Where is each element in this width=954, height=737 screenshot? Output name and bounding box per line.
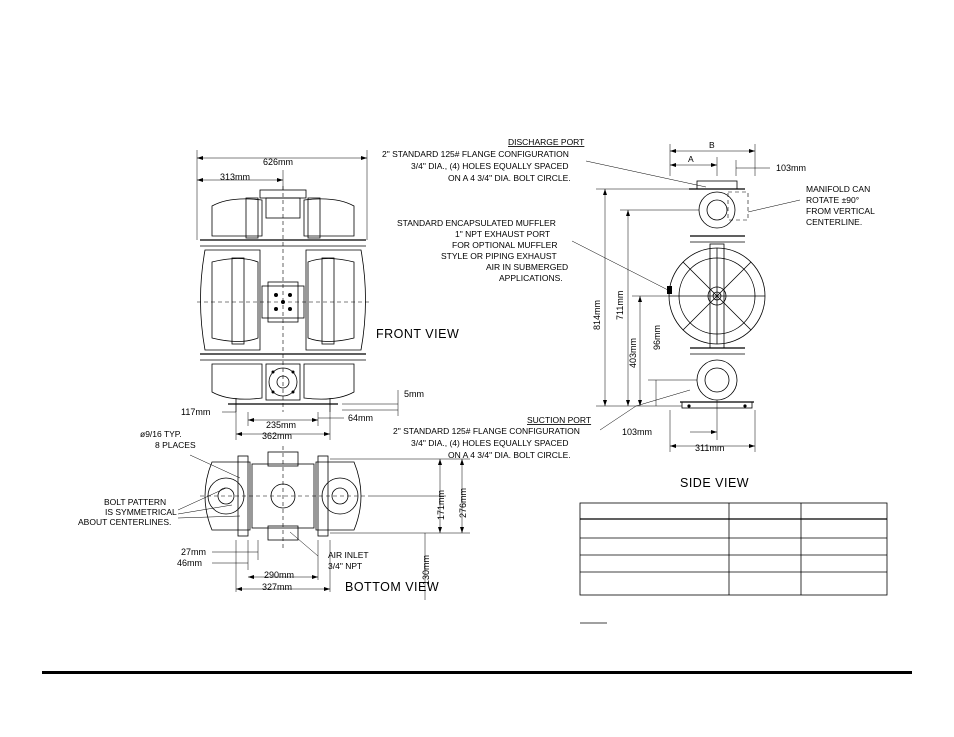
- dim-64mm: 64mm: [348, 413, 373, 423]
- air-inlet-line-1: AIR INLET: [328, 550, 369, 560]
- dim-117mm: 117mm: [181, 407, 210, 417]
- suction-port-note: SUCTION PORT 2" STANDARD 125# FLANGE CON…: [393, 415, 591, 460]
- bottom-view-drawing: 171mm 276mm 130mm 27mm 46mm 290mm 327mm …: [78, 429, 470, 600]
- bolt-pattern-line-2: IS SYMMETRICAL: [105, 507, 177, 517]
- bottom-view-label: BOTTOM VIEW: [345, 580, 439, 594]
- muffler-line-1: STANDARD ENCAPSULATED MUFFLER: [397, 218, 556, 228]
- page-bottom-rule: [42, 671, 912, 674]
- manifold-line-4: CENTERLINE.: [806, 217, 862, 227]
- holes-note-line-1: ø9/16 TYP.: [140, 429, 182, 439]
- dim-362mm: 362mm: [262, 431, 292, 441]
- discharge-port-line-1: 2" STANDARD 125# FLANGE CONFIGURATION: [382, 149, 569, 159]
- manifold-line-2: ROTATE ±90°: [806, 195, 859, 205]
- discharge-port-line-3: ON A 4 3/4" DIA. BOLT CIRCLE.: [448, 173, 571, 183]
- dim-276mm: 276mm: [458, 488, 468, 518]
- manifold-line-1: MANIFOLD CAN: [806, 184, 870, 194]
- suction-port-line-1: 2" STANDARD 125# FLANGE CONFIGURATION: [393, 426, 580, 436]
- dim-814mm: 814mm: [592, 300, 602, 330]
- discharge-port-note: DISCHARGE PORT 2" STANDARD 125# FLANGE C…: [382, 137, 584, 183]
- muffler-line-6: APPLICATIONS.: [499, 273, 563, 283]
- suction-port-line-3: ON A 4 3/4" DIA. BOLT CIRCLE.: [448, 450, 571, 460]
- muffler-line-4: STYLE OR PIPING EXHAUST: [441, 251, 557, 261]
- bolt-pattern-line-3: ABOUT CENTERLINES.: [78, 517, 171, 527]
- dim-313mm: 313mm: [220, 172, 250, 182]
- dim-626mm: 626mm: [263, 157, 293, 167]
- dim-171mm: 171mm: [436, 490, 446, 520]
- dim-711mm: 711mm: [615, 291, 625, 320]
- dim-290mm: 290mm: [264, 570, 294, 580]
- dimension-table: [579, 502, 888, 624]
- dim-27mm: 27mm: [181, 547, 206, 557]
- muffler-line-2: 1" NPT EXHAUST PORT: [455, 229, 550, 239]
- dim-46mm: 46mm: [177, 558, 202, 568]
- dim-103mm-top: 103mm: [776, 163, 806, 173]
- dim-311mm: 311mm: [695, 443, 724, 453]
- muffler-line-3: FOR OPTIONAL MUFFLER: [452, 240, 557, 250]
- discharge-port-line-2: 3/4" DIA., (4) HOLES EQUALLY SPACED: [411, 161, 569, 171]
- dim-5mm: 5mm: [404, 389, 424, 399]
- holes-note-line-2: 8 PLACES: [155, 440, 196, 450]
- muffler-line-5: AIR IN SUBMERGED: [486, 262, 568, 272]
- manifold-note: MANIFOLD CAN ROTATE ±90° FROM VERTICAL C…: [806, 184, 875, 227]
- suction-port-title: SUCTION PORT: [527, 415, 591, 425]
- side-view-label: SIDE VIEW: [680, 476, 749, 490]
- dim-96mm: 96mm: [652, 325, 662, 350]
- dim-327mm: 327mm: [262, 582, 292, 592]
- dim-130mm: 130mm: [421, 555, 431, 585]
- air-inlet-line-2: 3/4" NPT: [328, 561, 362, 571]
- front-view-label: FRONT VIEW: [376, 327, 459, 341]
- bolt-pattern-line-1: BOLT PATTERN: [104, 497, 166, 507]
- discharge-port-title: DISCHARGE PORT: [508, 137, 584, 147]
- dim-letter-b: B: [709, 140, 715, 150]
- side-view-drawing: B A 103mm: [571, 140, 806, 490]
- suction-port-line-2: 3/4" DIA., (4) HOLES EQUALLY SPACED: [411, 438, 569, 448]
- dim-letter-a: A: [688, 154, 694, 164]
- dim-403mm: 403mm: [628, 338, 638, 368]
- manifold-line-3: FROM VERTICAL: [806, 206, 875, 216]
- front-view-drawing: 626mm 313mm: [181, 150, 459, 441]
- dim-235mm: 235mm: [266, 420, 296, 430]
- dim-103mm-bottom: 103mm: [622, 427, 652, 437]
- muffler-note: STANDARD ENCAPSULATED MUFFLER 1" NPT EXH…: [397, 218, 568, 283]
